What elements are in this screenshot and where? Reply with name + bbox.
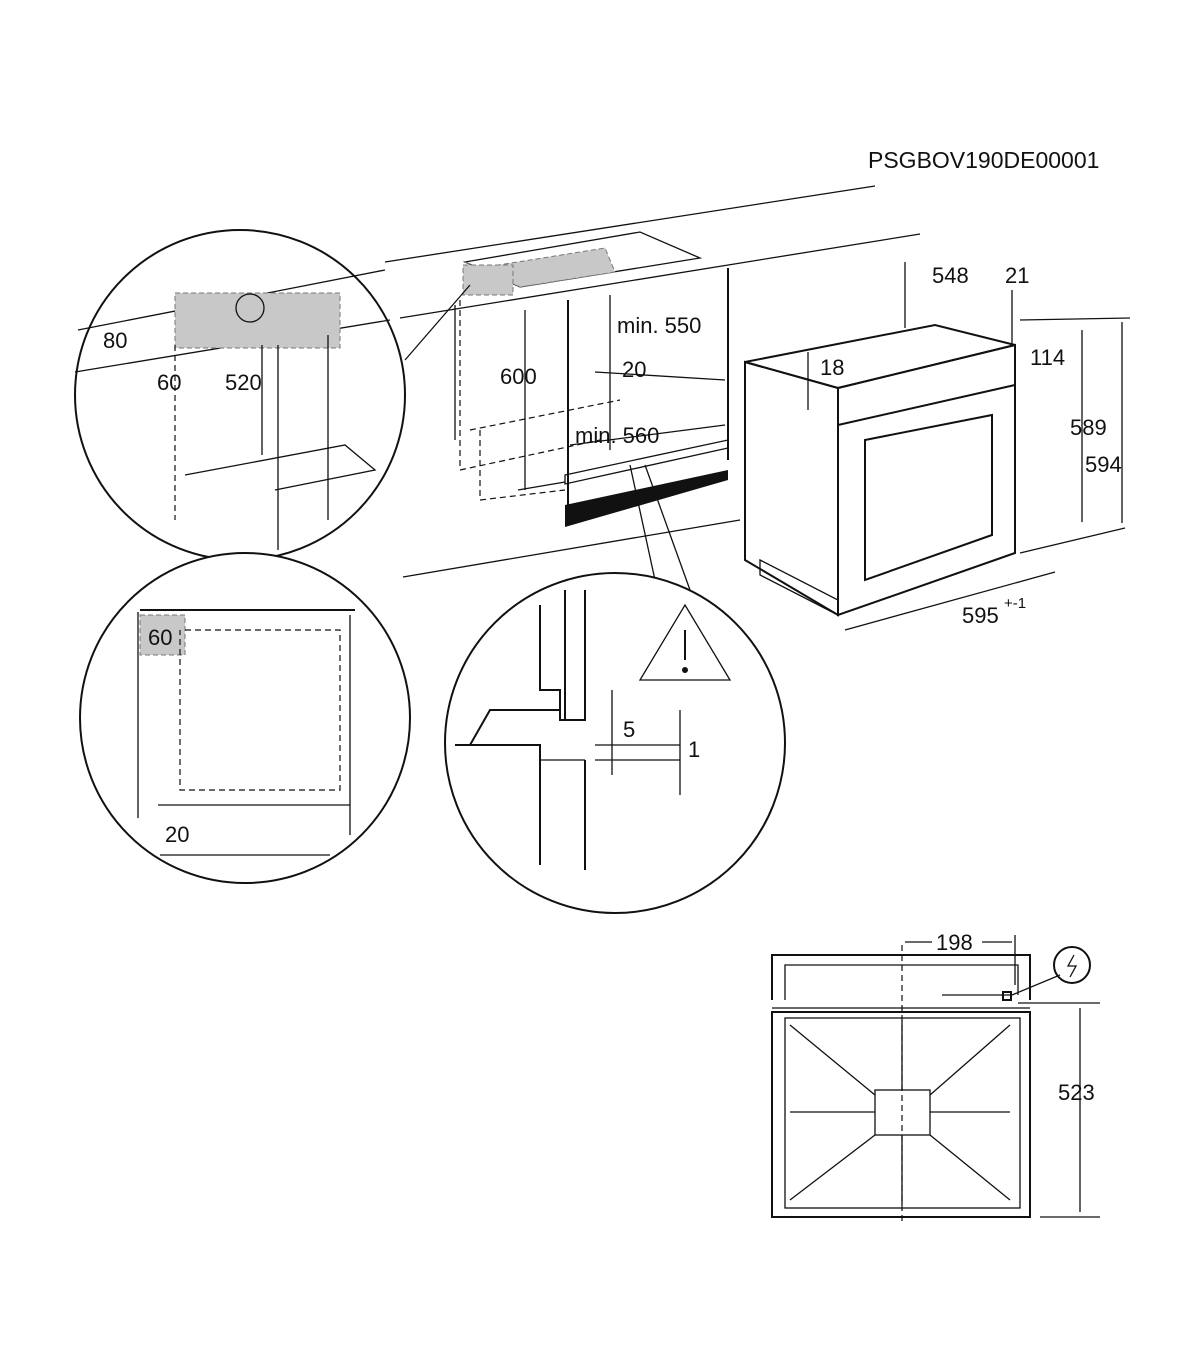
total-height-label: 594	[1085, 452, 1122, 477]
kitchen-cabinet	[384, 185, 921, 578]
gap-a-label: 5	[623, 717, 635, 742]
oven-rear-view	[771, 935, 1100, 1225]
detail-circle-mounting	[444, 464, 786, 914]
niche-height-label: 600	[500, 364, 537, 389]
connection-height-label: 523	[1058, 1080, 1095, 1105]
electric-connection-icon	[235, 293, 265, 323]
connection-offset-label: 198	[936, 930, 973, 955]
electric-connection-icon	[1053, 946, 1091, 984]
inner-height-label: 589	[1070, 415, 1107, 440]
gap-b-label: 1	[688, 737, 700, 762]
top-offset-label: 18	[820, 355, 844, 380]
gap-label: 20	[165, 822, 189, 847]
min-width-label: min. 550	[617, 313, 701, 338]
width-tolerance-label: +-1	[1004, 595, 1026, 612]
detail-depth-label: 60	[157, 370, 181, 395]
oven-width-label: 595	[962, 603, 999, 628]
front-depth-label: 21	[1005, 263, 1029, 288]
detail-circle-electrical	[74, 229, 471, 561]
min-depth-label: min. 560	[575, 423, 659, 448]
detail-distance-label: 520	[225, 370, 262, 395]
document-code: PSGBOV190DE00001	[868, 147, 1099, 173]
oven-depth-label: 548	[932, 263, 969, 288]
oven-perspective	[744, 262, 1131, 631]
warning-triangle-icon	[638, 603, 732, 681]
detail-height-label: 80	[103, 328, 127, 353]
rear-gap-label: 20	[622, 357, 646, 382]
panel-height-label: 114	[1030, 345, 1065, 370]
vent-label: 60	[148, 625, 172, 650]
detail-circle-ventilation	[79, 552, 411, 884]
